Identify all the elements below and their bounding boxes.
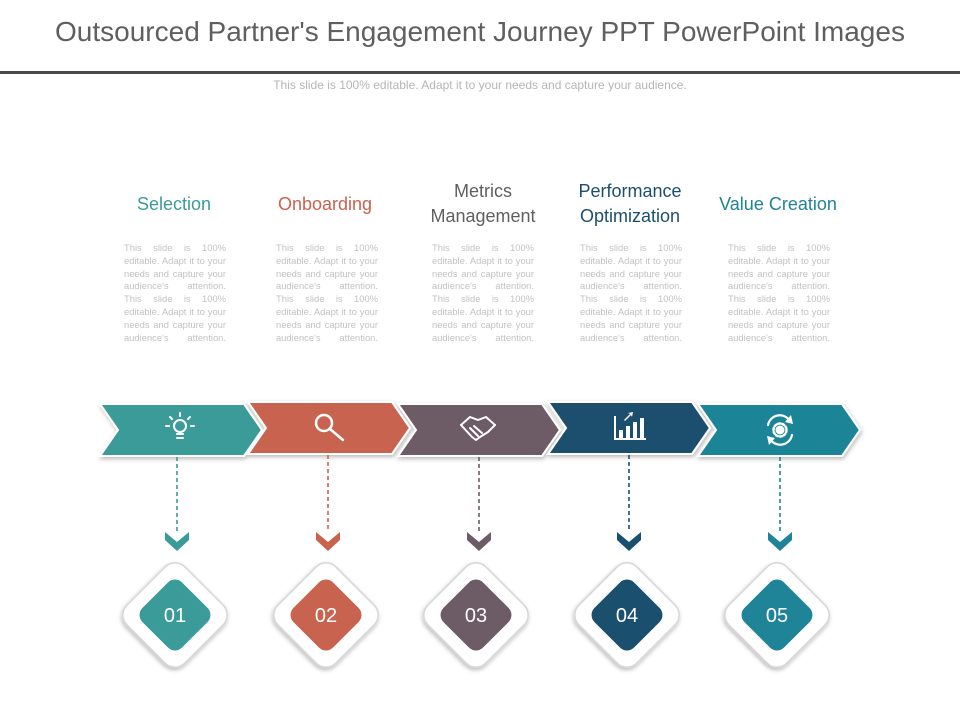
step-2-arrowhead <box>316 532 340 551</box>
magnifier-icon <box>314 413 345 442</box>
step-4-number: 04 <box>616 605 638 627</box>
step-1-number: 01 <box>164 605 186 627</box>
step-4-description: This slide is 100% editable. Adapt it to… <box>580 242 682 343</box>
step-3-arrowhead <box>467 532 491 551</box>
step-1-description: This slide is 100% editable. Adapt it to… <box>124 242 226 343</box>
step-4-arrowhead <box>617 532 641 551</box>
step-3-diamond: 03 <box>423 562 529 668</box>
handshake-icon <box>460 416 496 441</box>
step-1-heading: Selection <box>136 193 212 214</box>
step-1-diamond: 01 <box>122 562 228 668</box>
step-2-diamond: 02 <box>273 562 379 668</box>
step-2-description: This slide is 100% editable. Adapt it to… <box>276 242 378 343</box>
step-5-arrowhead <box>768 532 792 551</box>
step-5-diamond: 05 <box>724 562 830 668</box>
step-3-heading: Metrics Management <box>430 181 536 226</box>
step-1-chevron <box>98 403 264 457</box>
step-5-heading: Value Creation <box>719 193 837 214</box>
step-3-description: This slide is 100% editable. Adapt it to… <box>432 242 534 343</box>
step-3-number: 03 <box>465 605 487 627</box>
step-5-number: 05 <box>766 605 788 627</box>
step-1-arrowhead <box>165 532 189 551</box>
step-2-heading: Onboarding <box>277 193 373 214</box>
title-divider <box>0 71 960 74</box>
slide-title: Outsourced Partner's Engagement Journey … <box>55 16 905 47</box>
lightbulb-icon <box>165 412 195 439</box>
step-5-description: This slide is 100% editable. Adapt it to… <box>728 242 830 343</box>
gear-cycle-icon <box>766 414 794 446</box>
step-4-diamond: 04 <box>574 562 680 668</box>
bar-chart-icon <box>614 412 646 440</box>
slide-subtitle: This slide is 100% editable. Adapt it to… <box>273 78 687 92</box>
step-4-heading: Performance Optimization <box>578 181 682 226</box>
step-2-number: 02 <box>315 605 337 627</box>
